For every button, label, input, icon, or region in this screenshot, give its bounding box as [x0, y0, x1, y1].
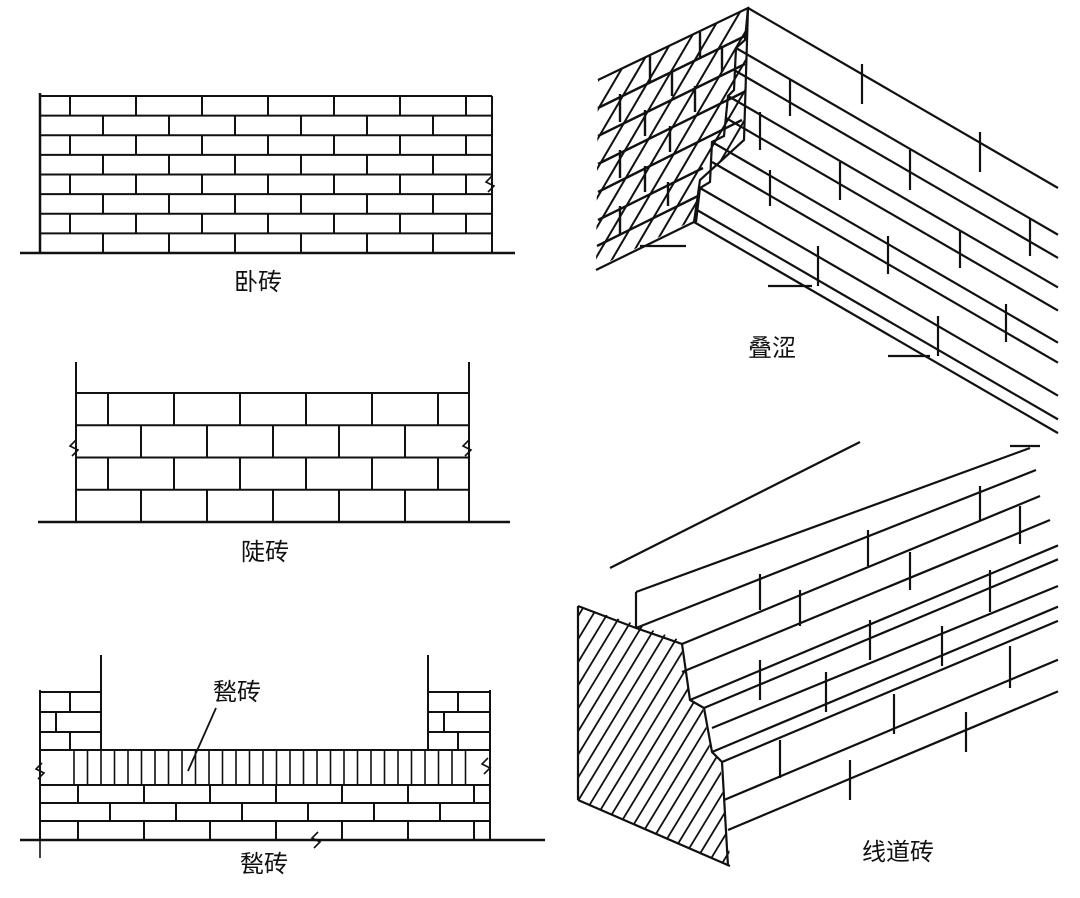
- diese-corner: [396, 0, 1059, 435]
- xiandao-course-line: [681, 518, 1051, 674]
- xiandao-course-line: [723, 658, 1059, 802]
- diese-course-line: [725, 117, 1059, 312]
- diese-label: 叠涩: [748, 334, 796, 362]
- diese-course-line: [735, 47, 1059, 236]
- diese-section-hatch: [616, 8, 748, 268]
- diese-section-joints: [596, 32, 746, 248]
- xiandao-course-line: [711, 605, 1059, 754]
- diese-section-hatch: [596, 8, 680, 268]
- diese-section-hatch: [684, 8, 748, 268]
- xiandaozhuan-corner: [278, 441, 1059, 880]
- xiandao-section-hatch: [334, 580, 516, 880]
- douzhuan-break-mark-right: [461, 439, 473, 457]
- diese-section-hatch: [804, 0, 968, 280]
- diese-section-hatch: [596, 8, 663, 268]
- xiandao-section-hatch: [578, 606, 601, 866]
- xiandao-section-hatch: [725, 606, 732, 866]
- diese-section-hatch: [753, 0, 917, 280]
- douzhuan-wall: [38, 362, 510, 524]
- xiandao-section-hatch: [683, 606, 732, 866]
- diese-course-line: [727, 95, 1059, 289]
- xiandao-course-line: [689, 544, 1059, 702]
- xiandao-section-hatch: [578, 606, 732, 866]
- diese-course-line: [696, 209, 1059, 421]
- xiandao-section-hatch: [655, 606, 732, 866]
- xiandao-section-hatch: [348, 580, 530, 880]
- wozhuan-wall: [20, 93, 515, 255]
- xiandao-course-line: [703, 558, 1059, 710]
- diese-section-hatch: [787, 0, 951, 280]
- xiandao-course-line: [727, 690, 1059, 832]
- diese-section-hatch: [599, 8, 748, 268]
- diese-section-hatch: [596, 8, 714, 268]
- xiandaozhuan-label: 线道砖: [862, 838, 934, 866]
- xiandao-section-hatch: [278, 580, 460, 880]
- diese-section-hatch: [430, 0, 594, 280]
- xiandao-section-hatch: [627, 606, 732, 866]
- xiandao-section-hatch: [376, 580, 558, 880]
- diese-section-hatch: [396, 0, 560, 280]
- xiandao-section-hatch: [578, 606, 699, 866]
- xiandao-section-hatch: [306, 580, 488, 880]
- diese-section-hatch: [596, 8, 646, 268]
- xiandao-section-hatch: [641, 606, 732, 866]
- xiandao-section-hatch: [578, 606, 643, 866]
- xiandao-section-hatch: [390, 580, 572, 880]
- qizhuan-wall: [20, 655, 545, 858]
- diese-corner-steps: [694, 7, 750, 223]
- xiandao-section-hatch: [578, 606, 657, 866]
- douzhuan-break-mark-left: [68, 439, 80, 457]
- xiandao-section-hatch: [578, 606, 587, 866]
- xiandao-course-lines: [681, 486, 1059, 832]
- wozhuan-label: 卧砖: [234, 268, 282, 296]
- diese-section-hatch: [413, 0, 577, 280]
- diese-section-hatch: [770, 0, 934, 280]
- xiandao-section-hatch: [669, 606, 732, 866]
- xiandao-section-hatch: [292, 580, 474, 880]
- xiandao-section-hatch: [585, 606, 732, 866]
- diese-section-outline: [595, 6, 750, 271]
- qizhuan-break-mark-left: [34, 762, 46, 780]
- diese-course-line: [693, 221, 1059, 435]
- diese-section-hatch: [596, 8, 748, 268]
- diese-section-hatch: [596, 8, 612, 268]
- qizhuan-break-mark-right: [480, 757, 492, 775]
- diese-section-hatch: [596, 8, 629, 268]
- xiandao-course-line: [711, 584, 1059, 730]
- qizhuan-leader-line: [187, 707, 217, 772]
- xiandao-section-outline: [577, 604, 730, 867]
- qizhuan-pointer-label: 甃砖: [213, 678, 261, 706]
- xiandao-section-hatch: [754, 580, 936, 880]
- xiandao-section-hatch: [578, 606, 629, 866]
- xiandao-course-line: [721, 619, 1059, 764]
- douzhuan-label: 陡砖: [241, 538, 289, 566]
- xiandao-section-hatch: [578, 606, 615, 866]
- qizhuan-break-mark-base: [310, 831, 322, 849]
- xiandao-section-hatch: [578, 606, 713, 866]
- qizhuan-caption: 甃砖: [240, 850, 288, 878]
- diese-course-line: [699, 187, 1059, 397]
- diese-course-line: [733, 69, 1059, 259]
- diese-course-lines: [693, 47, 1059, 435]
- xiandao-section-hatch: [362, 580, 544, 880]
- wozhuan-break-mark: [484, 175, 496, 193]
